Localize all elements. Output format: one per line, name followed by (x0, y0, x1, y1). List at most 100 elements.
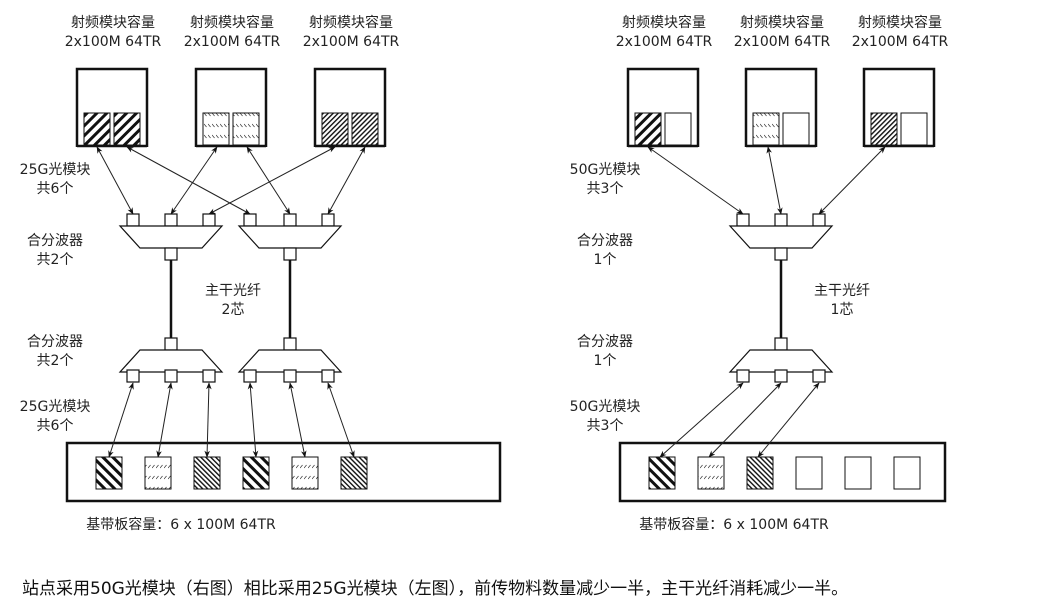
right_diagram-mux-label: 合分波器 (577, 233, 633, 249)
left_diagram-mux-port (321, 213, 335, 227)
left_diagram-rf-module-title: 射频模块容量 (190, 15, 274, 31)
left_diagram-trunk-fiber-count: 2芯 (221, 302, 245, 318)
right_diagram-baseband-slot-empty (795, 456, 823, 490)
left_diagram-optical-link-arrow (327, 146, 366, 215)
left_diagram-mux-port-bottom (283, 369, 297, 383)
left_diagram-optical-link-arrow (246, 146, 291, 215)
right_diagram-mux-bottom (728, 349, 834, 373)
left_diagram-optical-link-arrow-bottom (288, 382, 307, 458)
right_diagram-baseband-slot-dense (746, 456, 774, 490)
left_diagram-optical-link-arrow-bottom (327, 382, 355, 458)
right_diagram-rf-module-frame (862, 67, 936, 147)
left_diagram-mux-count: 共2个 (36, 252, 74, 268)
right_diagram-rf-slot-empty (900, 112, 928, 146)
right_diagram-rf-module-title: 射频模块容量 (740, 15, 824, 31)
left_diagram-rf-module-frame (194, 67, 268, 147)
left_diagram-trunk-fiber-label: 主干光纤 (205, 283, 261, 299)
right_diagram-rf-module-capacity: 2x100M 64TR (733, 34, 831, 50)
right_diagram-optical-module-label: 50G光模块 (569, 162, 641, 178)
right_diagram-rf-module-title: 射频模块容量 (622, 15, 706, 31)
left_diagram-rf-slot-wide (83, 112, 111, 146)
left_diagram-baseband-slot-dotted (291, 456, 319, 490)
left_diagram-rf-slot-dotted (202, 112, 230, 146)
left_diagram-optical-module-label: 25G光模块 (19, 162, 91, 178)
left_diagram-mux-port (202, 213, 216, 227)
right_diagram-rf-slot-empty (664, 112, 692, 146)
right_diagram-rf-module-frame (626, 67, 700, 147)
left_diagram-optical-link-arrow (170, 146, 218, 215)
right_diagram-mux-top (728, 225, 834, 249)
right_diagram-rf-slot-empty (782, 112, 810, 146)
right_diagram-baseband-capacity-label: 基带板容量：6 x 100M 64TR (639, 517, 829, 533)
left_diagram-mux-trunk-port (164, 247, 178, 261)
left_diagram-mux-port (164, 213, 178, 227)
right_diagram-rf-slot-dotted (752, 112, 780, 146)
left_diagram-rf-slot-dense (351, 112, 379, 146)
right_diagram-rf-slot-dense (870, 112, 898, 146)
right_diagram-mux-port (774, 213, 788, 227)
left_diagram-mux-bottom (237, 349, 343, 373)
left_diagram-rf-slot-dotted (232, 112, 260, 146)
left_diagram-optical-module-count: 共6个 (36, 181, 74, 197)
left_diagram-baseband-capacity-label: 基带板容量：6 x 100M 64TR (86, 517, 276, 533)
right_diagram-mux-port (812, 213, 826, 227)
left_diagram-optical-link-arrow-bottom (108, 382, 134, 458)
left_diagram-mux-port-bottom (243, 369, 257, 383)
left_diagram-baseband-slot-dense (340, 456, 368, 490)
left_diagram-mux-trunk-port-bottom (164, 337, 178, 351)
right_diagram-rf-slot-wide (634, 112, 662, 146)
left_diagram-rf-module-capacity: 2x100M 64TR (302, 34, 400, 50)
left_diagram-mux-bottom (118, 349, 224, 373)
right_diagram-mux-port (736, 213, 750, 227)
left_diagram-baseband-slot-wide (95, 456, 123, 490)
right_diagram-mux-label-bottom: 合分波器 (577, 334, 633, 350)
left_diagram-optical-link-arrow-bottom (156, 382, 173, 458)
left_diagram-rf-module-title: 射频模块容量 (71, 15, 155, 31)
right_diagram-optical-module-count-bottom: 共3个 (586, 418, 624, 434)
left_diagram-mux-port-bottom (164, 369, 178, 383)
left_diagram-optical-module-label-bottom: 25G光模块 (19, 399, 91, 415)
left_diagram-mux-port-bottom (321, 369, 335, 383)
right_diagram-baseband-slot-wide (648, 456, 676, 490)
summary-caption: 站点采用50G光模块（右图）相比采用25G光模块（左图），前传物料数量减少一半，… (22, 579, 849, 599)
right_diagram-optical-module-count: 共3个 (586, 181, 624, 197)
left_diagram-rf-module-capacity: 2x100M 64TR (64, 34, 162, 50)
left_diagram-optical-link-arrow (208, 146, 336, 215)
right_diagram-rf-module-title: 射频模块容量 (858, 15, 942, 31)
left_diagram-mux-port-bottom (202, 369, 216, 383)
left_diagram-rf-module-frame (313, 67, 387, 147)
left_diagram-optical-link-arrow-bottom (204, 382, 212, 458)
right_diagram-optical-module-label-bottom: 50G光模块 (569, 399, 641, 415)
right_diagram-optical-link-arrow (766, 146, 783, 215)
right_diagram-mux-count-bottom: 1个 (593, 353, 617, 369)
left_diagram-optical-link-arrow (126, 146, 251, 215)
right_diagram-mux-port-bottom (812, 369, 826, 383)
left_diagram-rf-slot-dense (321, 112, 349, 146)
left_diagram-mux-label-bottom: 合分波器 (27, 334, 83, 350)
right_diagram-mux-port-bottom (774, 369, 788, 383)
left_diagram-mux-top (237, 225, 343, 249)
left_diagram-mux-port (243, 213, 257, 227)
left_diagram-rf-module-title: 射频模块容量 (309, 15, 393, 31)
left_diagram-baseband-board (65, 441, 502, 503)
left_diagram-mux-label: 合分波器 (27, 233, 83, 249)
right_diagram-baseband-slot-empty (893, 456, 921, 490)
left_diagram-rf-slot-wide (113, 112, 141, 146)
right_diagram-mux-count: 1个 (593, 252, 617, 268)
left_diagram-mux-port (283, 213, 297, 227)
right_diagram-trunk-fiber-count: 1芯 (830, 302, 854, 318)
right_diagram-trunk-fiber-label: 主干光纤 (814, 283, 870, 299)
left_diagram-baseband-slot-dotted (144, 456, 172, 490)
right_diagram-optical-link-arrow-bottom (757, 382, 820, 458)
right_diagram-mux-port-bottom (736, 369, 750, 383)
left_diagram-optical-module-count-bottom: 共6个 (36, 418, 74, 434)
left_diagram-baseband-slot-wide (242, 456, 270, 490)
right_diagram-baseband-slot-dotted (697, 456, 725, 490)
right_diagram-mux-trunk-port (774, 247, 788, 261)
left_diagram-mux-top (118, 225, 224, 249)
left_diagram-baseband-slot-dense (193, 456, 221, 490)
left_diagram-mux-port-bottom (126, 369, 140, 383)
right_diagram-optical-link-arrow (647, 146, 744, 215)
right_diagram-optical-link-arrow (818, 146, 886, 215)
